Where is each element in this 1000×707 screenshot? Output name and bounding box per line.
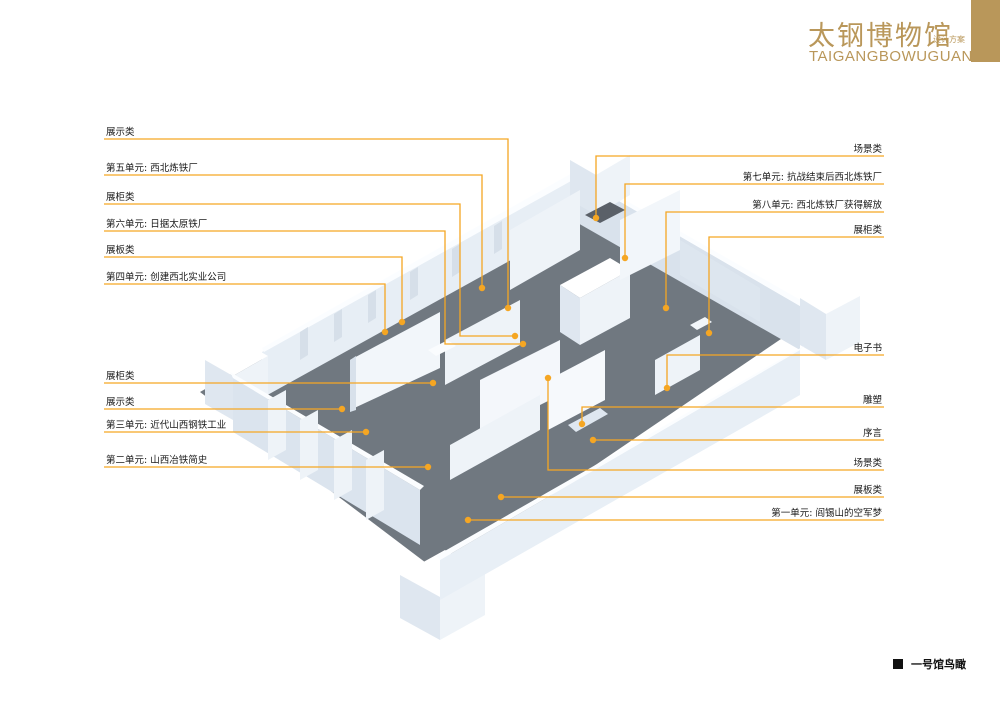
page-title: 太钢博物馆	[808, 21, 953, 52]
label-unit-4: 第四单元: 创建西北实业公司	[106, 272, 227, 283]
model-wall-back-left	[262, 172, 580, 398]
label-board-2: 展板类	[853, 485, 882, 496]
label-unit-6: 第六单元: 日据太原铁厂	[106, 219, 208, 230]
page-subtitle: 设计方案	[933, 35, 965, 44]
model-tower-top	[570, 140, 630, 215]
label-unit-5: 第五单元: 西北炼铁厂	[106, 163, 198, 174]
caption-text: 一号馆鸟瞰	[911, 658, 966, 671]
label-unit-7: 第七单元: 抗战结束后西北炼铁厂	[742, 172, 882, 183]
model-partitions	[350, 190, 760, 480]
label-unit-8: 第八单元: 西北炼铁厂获得解放	[752, 200, 882, 211]
model-tower-right	[800, 280, 860, 360]
label-scene-1: 场景类	[853, 144, 882, 155]
model-wall-front-right	[436, 346, 804, 600]
label-cabinet-1: 展柜类	[106, 192, 135, 203]
label-unit-1: 第一单元: 阎锡山的空军梦	[771, 508, 882, 519]
page-title-english: TAIGANGBOWUGUAN	[809, 48, 973, 65]
label-ebook: 电子书	[853, 343, 882, 354]
label-display-2: 展示类	[106, 397, 135, 408]
label-display-1: 展示类	[106, 127, 135, 138]
label-unit-3: 第三单元: 近代山西钢铁工业	[106, 420, 227, 431]
leader-dots	[338, 214, 713, 524]
header-accent-bar	[971, 0, 1000, 62]
leader-lines	[104, 138, 884, 521]
label-unit-2: 第二单元: 山西冶铁简史	[106, 455, 208, 466]
label-cabinet-3: 展柜类	[853, 225, 882, 236]
model-wall-front-left	[230, 372, 424, 545]
label-cabinet-2: 展柜类	[106, 371, 135, 382]
label-sculpture: 雕塑	[862, 395, 882, 406]
figure-caption: 一号馆鸟瞰	[893, 656, 966, 672]
caption-square-icon	[893, 659, 903, 669]
label-preface: 序言	[862, 428, 882, 439]
label-scene-2: 场景类	[853, 458, 882, 469]
label-board-1: 展板类	[106, 245, 135, 256]
